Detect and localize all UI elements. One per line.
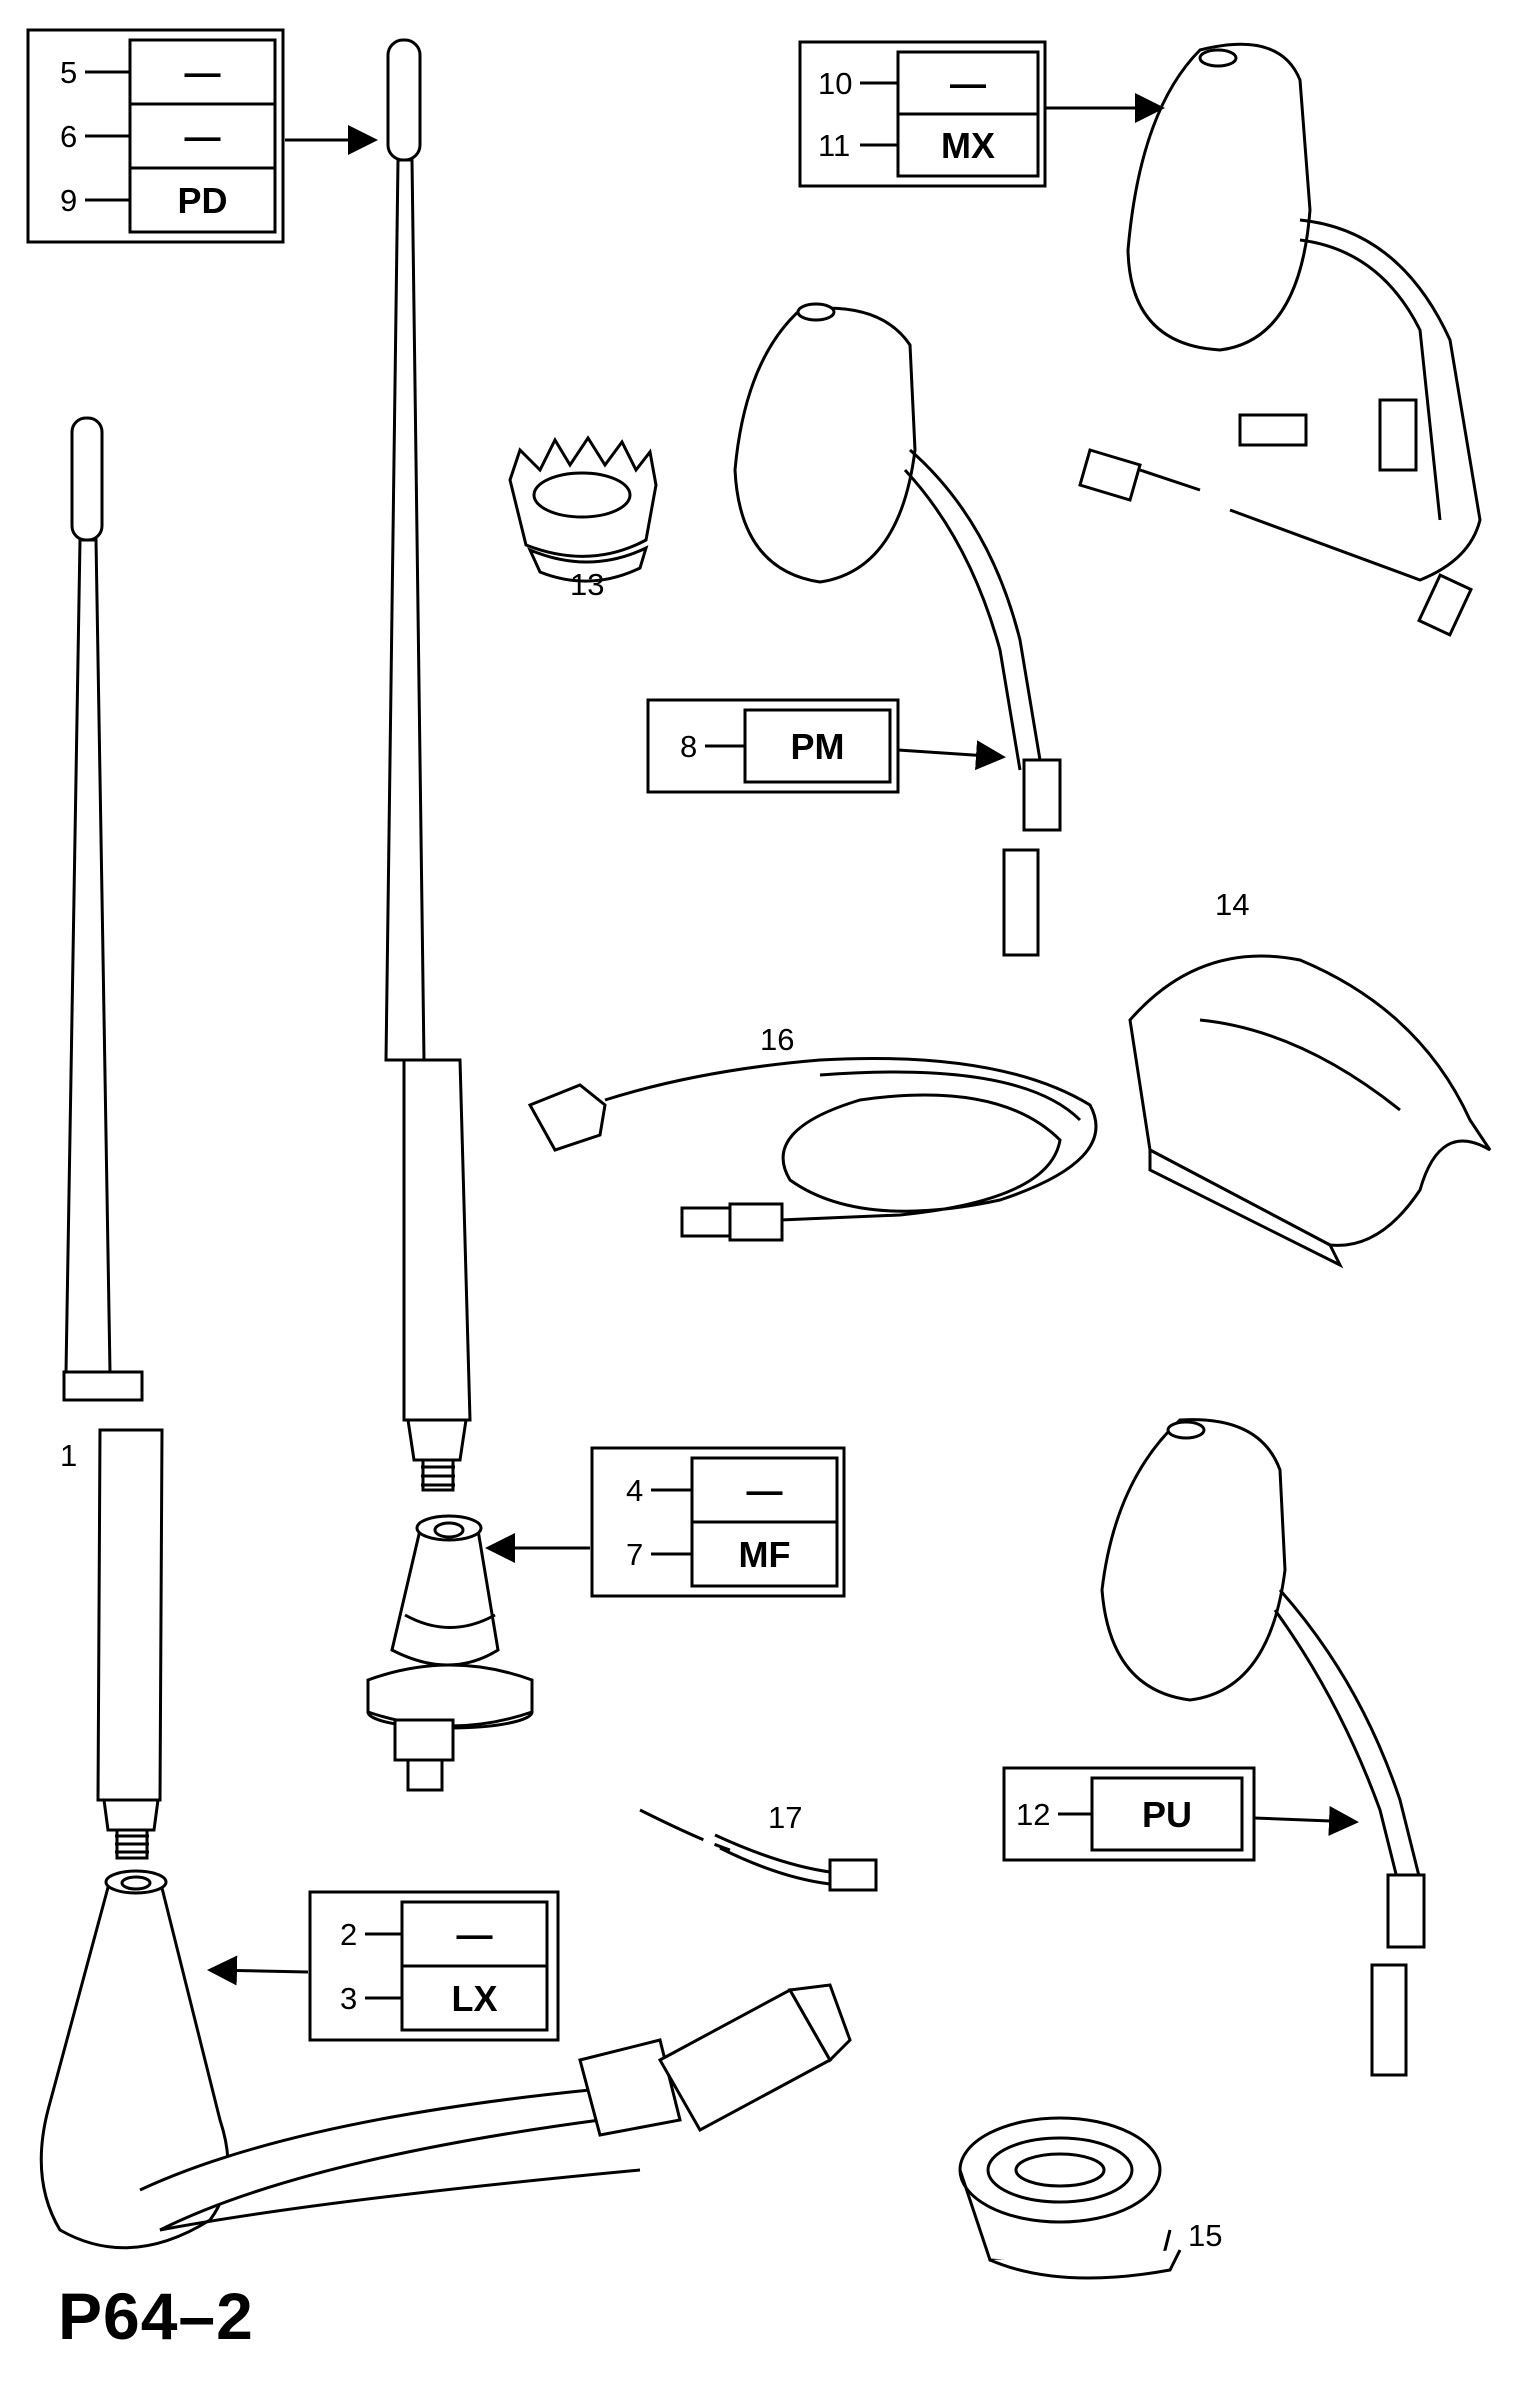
roof-antenna-mx [1078,42,1482,637]
callout-label-column [1090,1776,1244,1852]
callout-number: 10 [818,66,852,101]
part-label-17: 17 [768,1800,802,1835]
callout-number: 7 [626,1537,643,1572]
part-label-14: 14 [1215,887,1249,922]
cable-17 [639,1808,878,1892]
callout-number: 8 [680,729,697,764]
antenna-base-mf [366,1514,534,1792]
callout-label: PU [1142,1794,1192,1835]
callout-number: 9 [60,183,77,218]
part-label-15: 15 [1188,2218,1222,2253]
callout-box-12: 12 PU [1002,1766,1256,1862]
callout-label: — [185,52,221,93]
callout-number: 12 [1016,1797,1050,1832]
part-label-16: 16 [760,1022,794,1057]
callout-label: — [747,1470,783,1511]
callout-label: PD [177,180,227,221]
roof-antenna-pm [733,302,1062,957]
callout-box-10-11: 10 — 11 MX [798,40,1047,188]
callout-label-column [128,38,277,234]
callout-label: PM [791,726,845,767]
callout-label: MX [941,125,995,166]
callout-label: MF [739,1534,791,1575]
part-label-1: 1 [60,1438,77,1473]
leader-arrow-pu [1253,1805,1359,1836]
antenna-base-lx [39,1869,852,2250]
nut-13 [508,435,658,583]
part-label-13: 13 [570,567,604,602]
antenna-mast-2 [384,38,472,1492]
part-number-labels: 1 13 14 15 16 17 [60,567,1249,2253]
callout-box-5-6-9: 5 — 6 — 9 PD [26,28,285,244]
antenna-mast-1 [62,416,164,1860]
cover-14 [1128,954,1492,1269]
callout-label: LX [451,1978,497,2019]
leader-arrow-lx [207,1955,309,1986]
callout-box-4-7: 4 — 7 MF [590,1446,846,1598]
callout-number: 5 [60,55,77,90]
page-code: P64–2 [58,2279,254,2353]
callout-boxes: 5 — 6 — 9 PD 10 — 11 MX 8 PM 4 — 7 MF 12 PU 2 — 3 LX [26,28,1256,2042]
roof-antenna-pu [1100,1418,1426,2077]
callout-label: — [950,63,986,104]
callout-number: 6 [60,119,77,154]
callout-number: 3 [340,1981,357,2016]
tape-roll-15 [958,2116,1182,2280]
leader-arrows [207,93,1359,1986]
callout-number: 11 [818,128,850,163]
cable-16 [527,1056,1098,1242]
callout-label: — [457,1914,493,1955]
callout-box-2-3: 2 — 3 LX [308,1890,560,2042]
callout-label: — [185,116,221,157]
callout-number: 2 [340,1917,357,1952]
callout-box-8: 8 PM [646,698,900,794]
leader-arrow-pm [897,740,1006,771]
callout-number: 4 [626,1473,643,1508]
